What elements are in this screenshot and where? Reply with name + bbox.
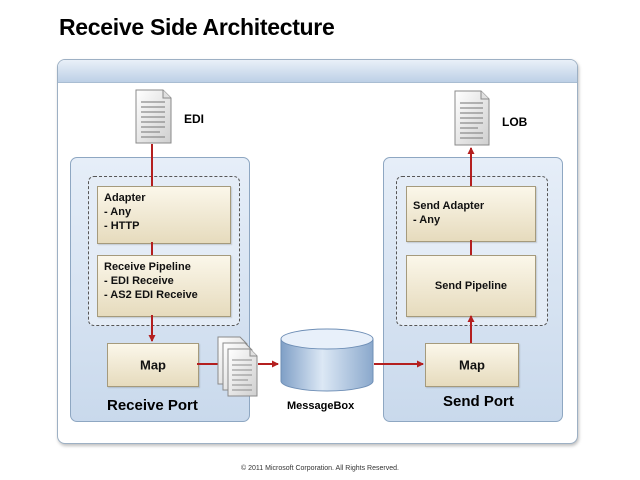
receive-map-box: Map: [107, 343, 199, 387]
receive-pipeline-title: Receive Pipeline: [104, 261, 191, 273]
database-icon: [280, 328, 374, 392]
receive-map-label: Map: [140, 357, 166, 373]
receive-port-label: Receive Port: [107, 397, 198, 414]
document-stack-icon: [217, 336, 258, 397]
adapter-box: Adapter - Any - HTTP: [97, 186, 231, 244]
send-map-box: Map: [425, 343, 519, 387]
pipeline-item: - AS2 EDI Receive: [104, 289, 198, 301]
connectors: [148, 144, 475, 368]
messagebox-label: MessageBox: [287, 400, 355, 412]
send-adapter-box: Send Adapter - Any: [406, 186, 536, 242]
document-icon: [454, 90, 490, 146]
adapter-item: - Any: [104, 206, 132, 218]
edi-label: EDI: [184, 112, 205, 126]
lob-label: LOB: [502, 115, 528, 129]
adapter-title: Adapter: [104, 192, 146, 204]
send-adapter-title: Send Adapter: [413, 200, 485, 212]
pipeline-item: - EDI Receive: [104, 275, 174, 287]
copyright-footer: © 2011 Microsoft Corporation. All Rights…: [241, 465, 399, 472]
receive-pipeline-box: Receive Pipeline - EDI Receive - AS2 EDI…: [97, 255, 231, 317]
send-map-label: Map: [459, 357, 485, 373]
panel-header: [58, 60, 577, 83]
document-icon: [135, 89, 172, 144]
slide-title: Receive Side Architecture: [59, 14, 335, 40]
send-adapter-item: - Any: [413, 214, 441, 226]
adapter-item: - HTTP: [104, 220, 140, 232]
send-pipeline-label: Send Pipeline: [434, 280, 508, 292]
send-pipeline-box: Send Pipeline: [406, 255, 536, 317]
send-port-label: Send Port: [443, 393, 514, 410]
